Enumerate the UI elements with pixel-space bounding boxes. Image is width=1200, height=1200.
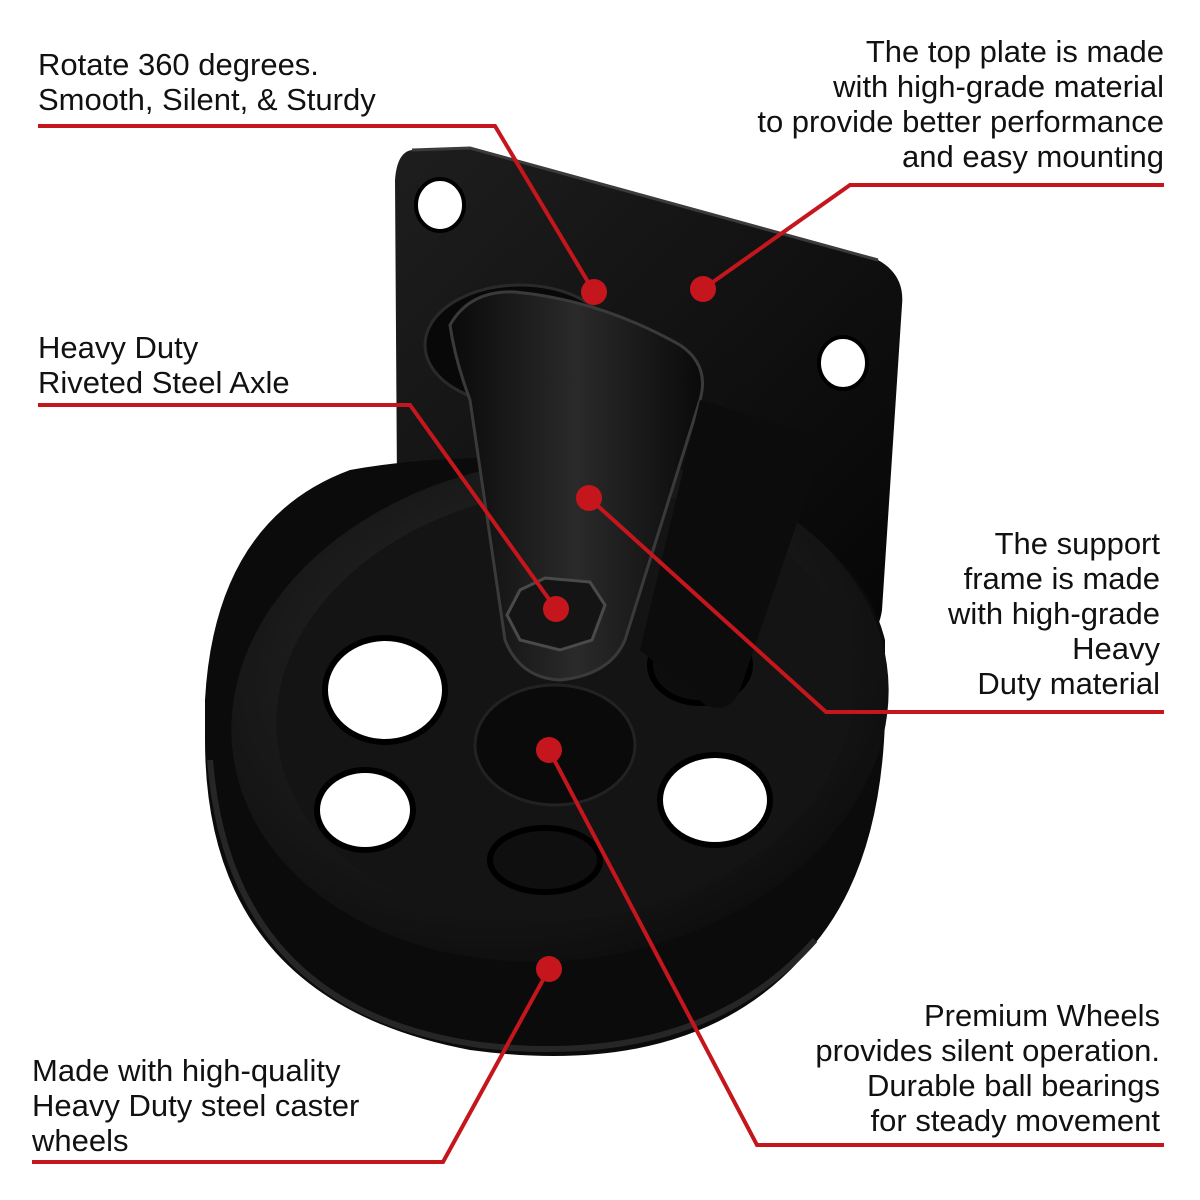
leader-lines	[32, 124, 1164, 1164]
callout-wheels-quality-line: Heavy Duty steel caster	[32, 1088, 360, 1123]
mounting-hole-top-left	[414, 177, 466, 233]
leader-line-axle	[38, 403, 558, 611]
callout-support-frame-line: Duty material	[977, 666, 1160, 701]
callout-premium-wheels-line: provides silent operation.	[815, 1033, 1160, 1068]
callout-support-frame: The support frame is made with high-grad…	[948, 526, 1160, 701]
callout-support-frame-line: The support	[994, 526, 1160, 561]
callout-axle: Heavy Duty Riveted Steel Axle	[38, 330, 290, 400]
callout-top-plate: The top plate is made with high-grade ma…	[757, 34, 1164, 174]
callout-rotate-line: Rotate 360 degrees.	[38, 47, 319, 82]
callout-rotate: Rotate 360 degrees. Smooth, Silent, & St…	[38, 47, 376, 117]
callout-dot-top-plate	[690, 276, 716, 302]
callout-support-frame-line: frame is made	[963, 561, 1160, 596]
callout-premium-wheels-line: Durable ball bearings	[867, 1068, 1160, 1103]
callout-support-frame-line: with high-grade	[948, 596, 1160, 631]
callout-top-plate-line: with high-grade material	[833, 69, 1164, 104]
callout-dot-axle	[543, 596, 569, 622]
mounting-hole-right	[817, 335, 869, 391]
callout-top-plate-line: and easy mounting	[902, 139, 1164, 174]
callout-premium-wheels-line: Premium Wheels	[924, 998, 1160, 1033]
callout-axle-line: Heavy Duty	[38, 330, 199, 365]
callout-premium-wheels: Premium Wheels provides silent operation…	[815, 998, 1160, 1138]
callout-dot-hub	[536, 737, 562, 763]
wheel-hole	[322, 635, 448, 745]
callout-top-plate-line: to provide better performance	[757, 104, 1164, 139]
wheel-hole	[487, 825, 603, 895]
wheel-hole	[657, 752, 773, 848]
leader-line-top-plate	[701, 183, 1164, 291]
callout-dots	[536, 276, 716, 982]
callout-dot-rotate	[581, 279, 607, 305]
callout-top-plate-line: The top plate is made	[865, 34, 1164, 69]
callout-rotate-line: Smooth, Silent, & Sturdy	[38, 82, 376, 117]
callout-premium-wheels-line: for steady movement	[870, 1103, 1160, 1138]
leader-line-rotate	[38, 124, 596, 294]
callout-dot-support-frame	[576, 485, 602, 511]
callout-wheels-quality-line: Made with high-quality	[32, 1053, 341, 1088]
wheel-hole	[314, 767, 416, 853]
callout-support-frame-line: Heavy	[1072, 631, 1160, 666]
callout-wheels-quality-line: wheels	[32, 1123, 129, 1158]
support-frame	[448, 290, 816, 708]
callout-dot-wheel	[536, 956, 562, 982]
leader-line-wheels-quality	[32, 968, 551, 1164]
callout-axle-line: Riveted Steel Axle	[38, 365, 290, 400]
leader-line-premium-wheels	[547, 749, 1164, 1147]
callout-wheels-quality: Made with high-quality Heavy Duty steel …	[32, 1053, 359, 1158]
leader-line-support-frame	[587, 496, 1164, 714]
